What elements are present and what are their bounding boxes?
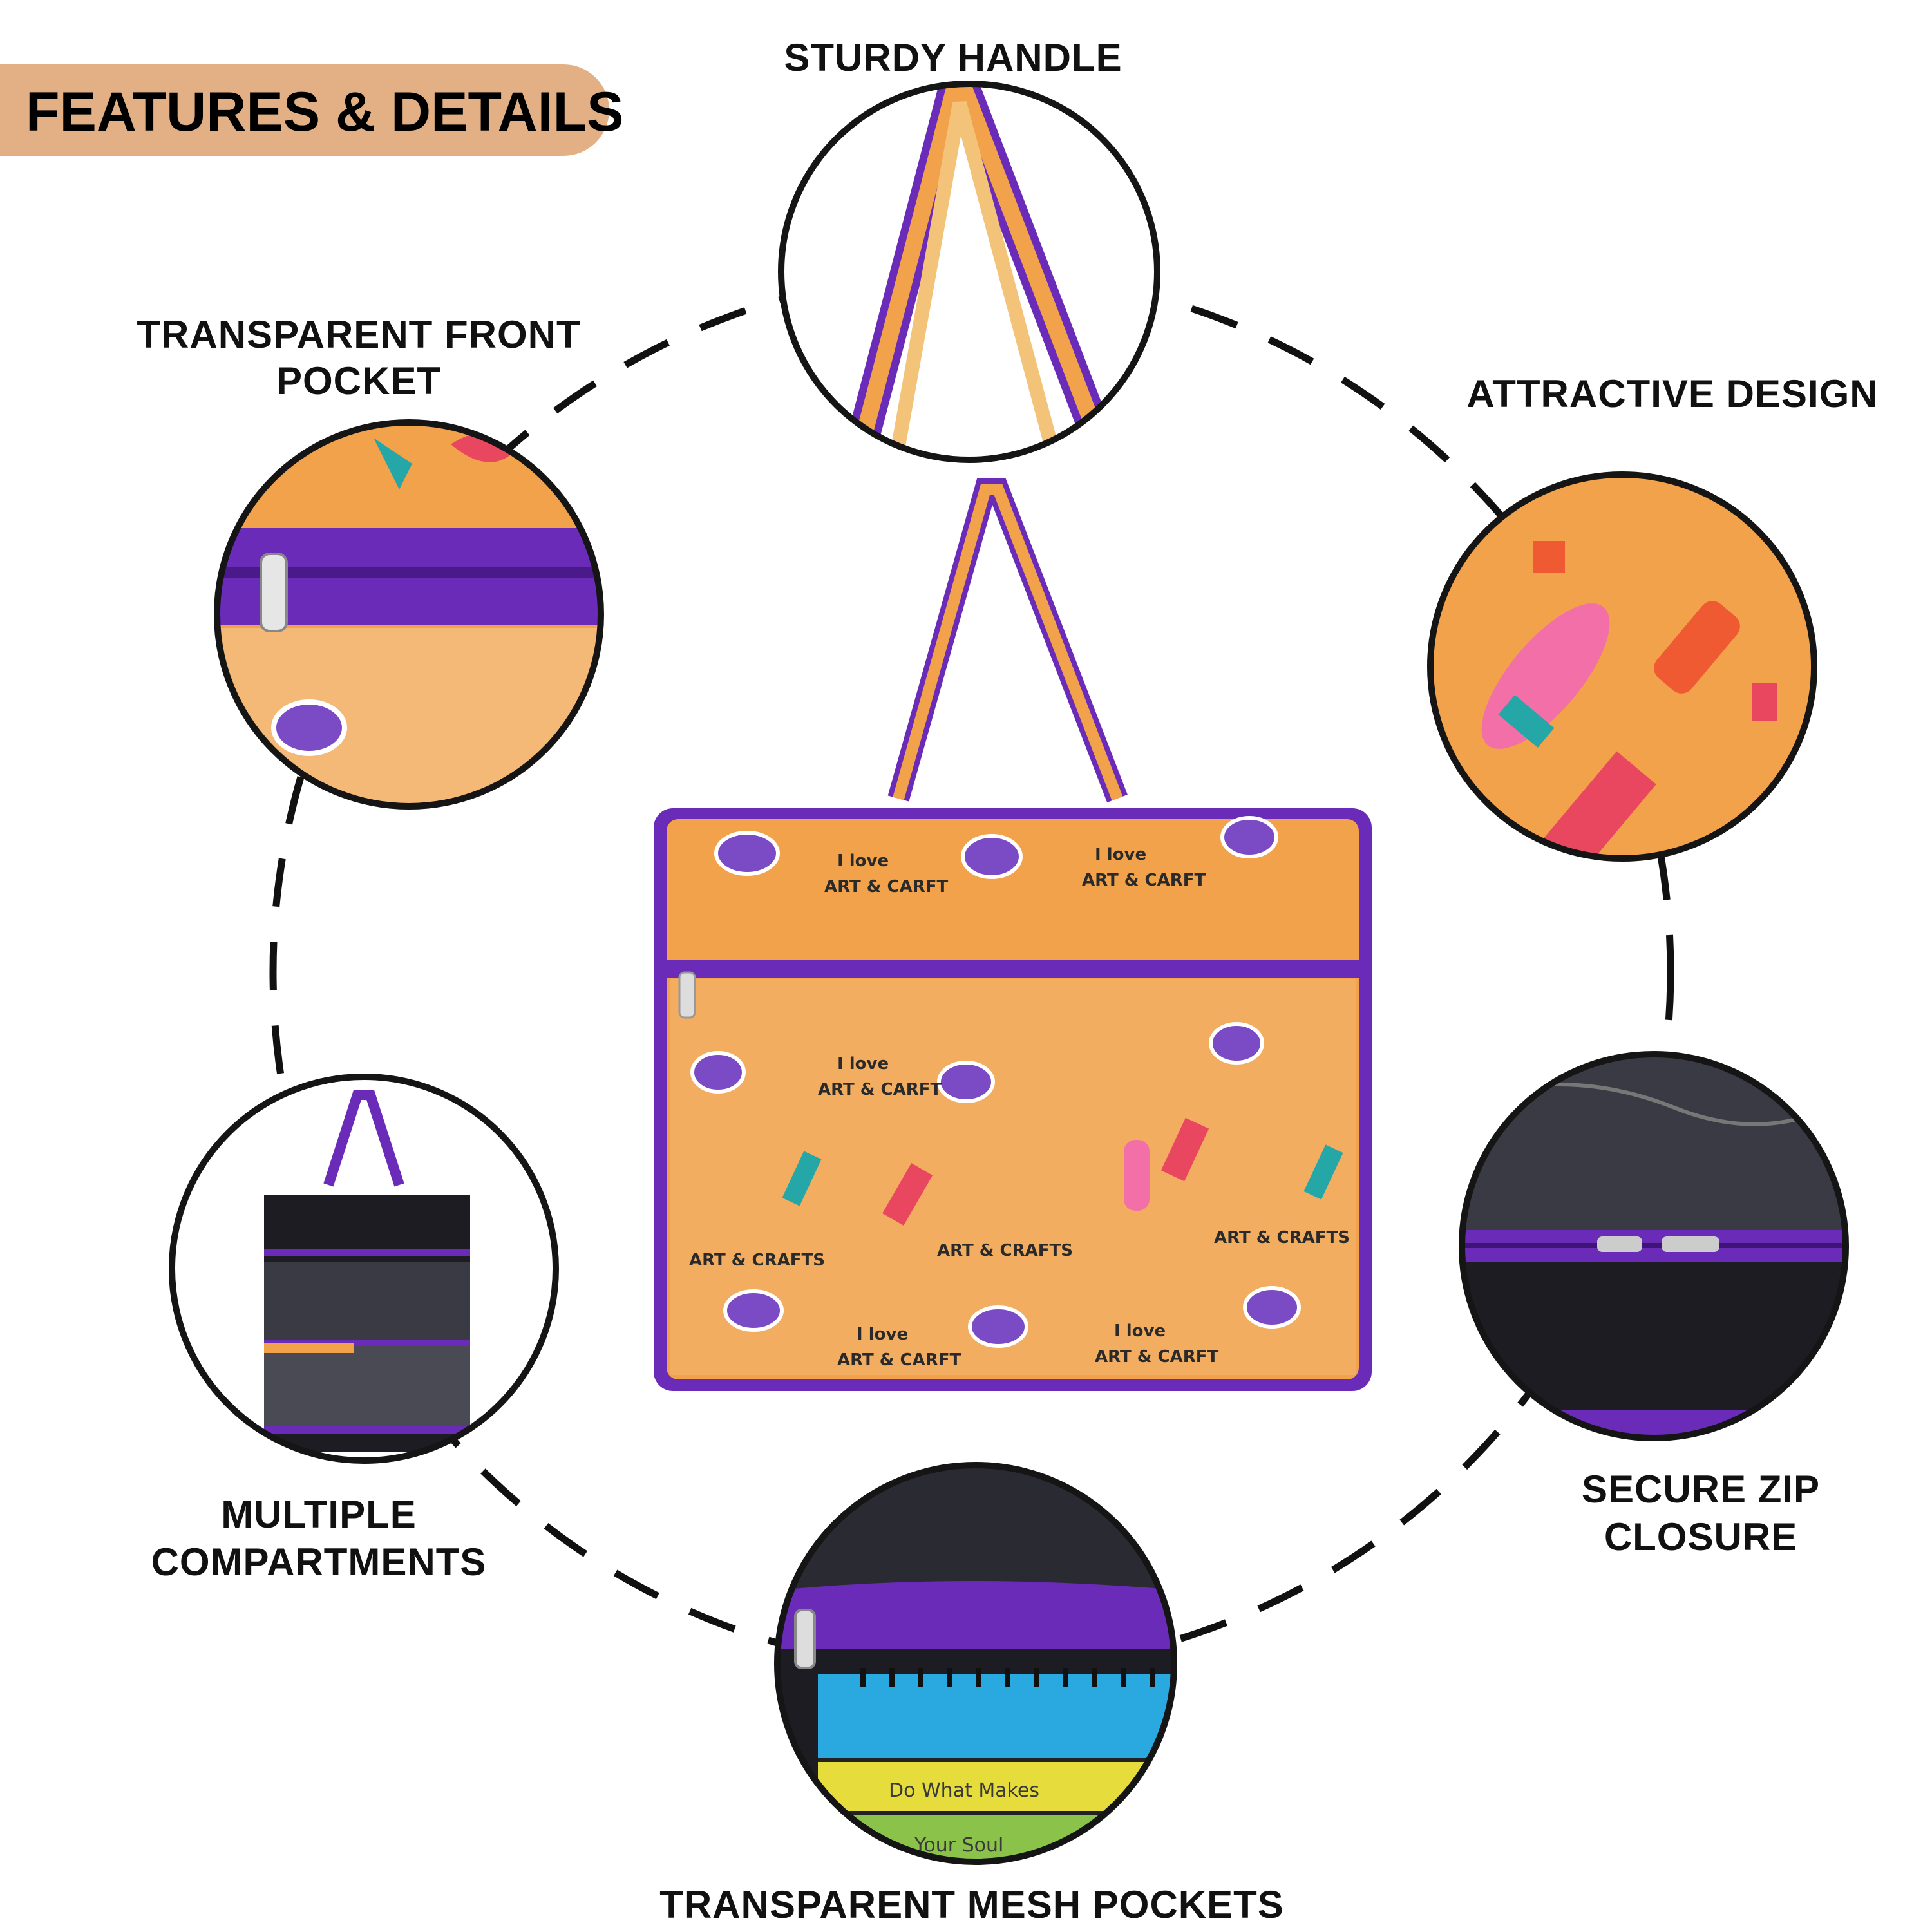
label-front-pocket-2: POCKET (276, 359, 441, 402)
print-love-4: ART & CARFT (1082, 871, 1206, 890)
label-compartments-2: COMPARTMENTS (151, 1540, 487, 1584)
print-love-7: I love (857, 1325, 908, 1344)
page-title: FEATURES & DETAILS (26, 81, 624, 143)
print-crafts-2: ART & CRAFTS (937, 1241, 1073, 1260)
zipper-pull-icon (794, 1609, 816, 1669)
label-zip-2: CLOSURE (1604, 1515, 1797, 1558)
zipper-pull-icon (678, 971, 696, 1019)
detail-circle-multiple-compartments (169, 1074, 559, 1464)
print-love-10: ART & CARFT (1095, 1347, 1218, 1367)
detail-circle-secure-zip (1459, 1051, 1849, 1441)
print-crafts-1: ART & CRAFTS (689, 1251, 825, 1270)
label-zip-1: SECURE ZIP (1582, 1468, 1820, 1511)
label-sturdy-handle: STURDY HANDLE (784, 36, 1122, 79)
label-compartments-1: MULTIPLE (221, 1493, 417, 1536)
print-love-9: I love (1114, 1321, 1166, 1341)
label-attractive-design: ATTRACTIVE DESIGN (1466, 372, 1878, 415)
label-mesh-pockets: TRANSPARENT MESH POCKETS (659, 1883, 1284, 1926)
print-love-8: ART & CARFT (837, 1350, 961, 1370)
header-badge: FEATURES & DETAILS (0, 64, 624, 156)
zipper-pull-icon (1597, 1236, 1642, 1252)
detail-circle-mesh-pockets: Do What Makes Your Soul (774, 1462, 1177, 1865)
print-love-1: I love (837, 851, 889, 871)
print-love-2: ART & CARFT (824, 877, 948, 896)
print-crafts-3: ART & CRAFTS (1214, 1228, 1350, 1247)
detail-circle-attractive-design (1427, 471, 1817, 862)
print-love-5: I love (837, 1054, 889, 1074)
notebook-text-2: Your Soul (914, 1834, 1003, 1857)
print-love-3: I love (1095, 845, 1146, 864)
detail-circle-sturdy-handle (778, 80, 1160, 463)
notebook-text-1: Do What Makes (889, 1779, 1039, 1802)
detail-circle-front-pocket (214, 419, 604, 810)
print-love-6: ART & CARFT (818, 1080, 942, 1099)
label-front-pocket-1: TRANSPARENT FRONT (137, 313, 580, 356)
main-bag-image: I love ART & CARFT I love ART & CARFT I … (654, 478, 1372, 1391)
